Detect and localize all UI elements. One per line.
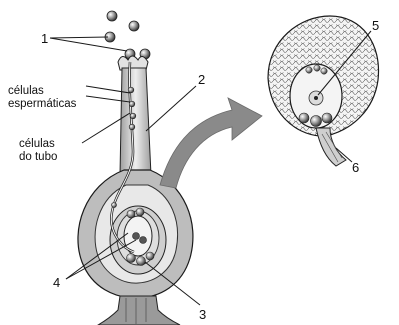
label-sperm-cells-line1: células	[8, 85, 44, 97]
label-5: 5	[372, 18, 379, 33]
label-sperm-cells-line2: espermáticas	[8, 98, 77, 110]
transition-arrow	[160, 98, 262, 188]
label-3: 3	[199, 307, 206, 322]
pollen-grains	[105, 11, 150, 59]
label-6: 6	[352, 160, 359, 175]
label-2: 2	[198, 72, 205, 87]
label-tube-cells-line2: do tubo	[19, 151, 57, 163]
enlarged-ovule	[268, 16, 379, 166]
label-1: 1	[41, 31, 48, 46]
label-tube-cells-line1: células	[19, 138, 55, 150]
pistil	[78, 56, 193, 325]
label-4: 4	[53, 275, 60, 290]
